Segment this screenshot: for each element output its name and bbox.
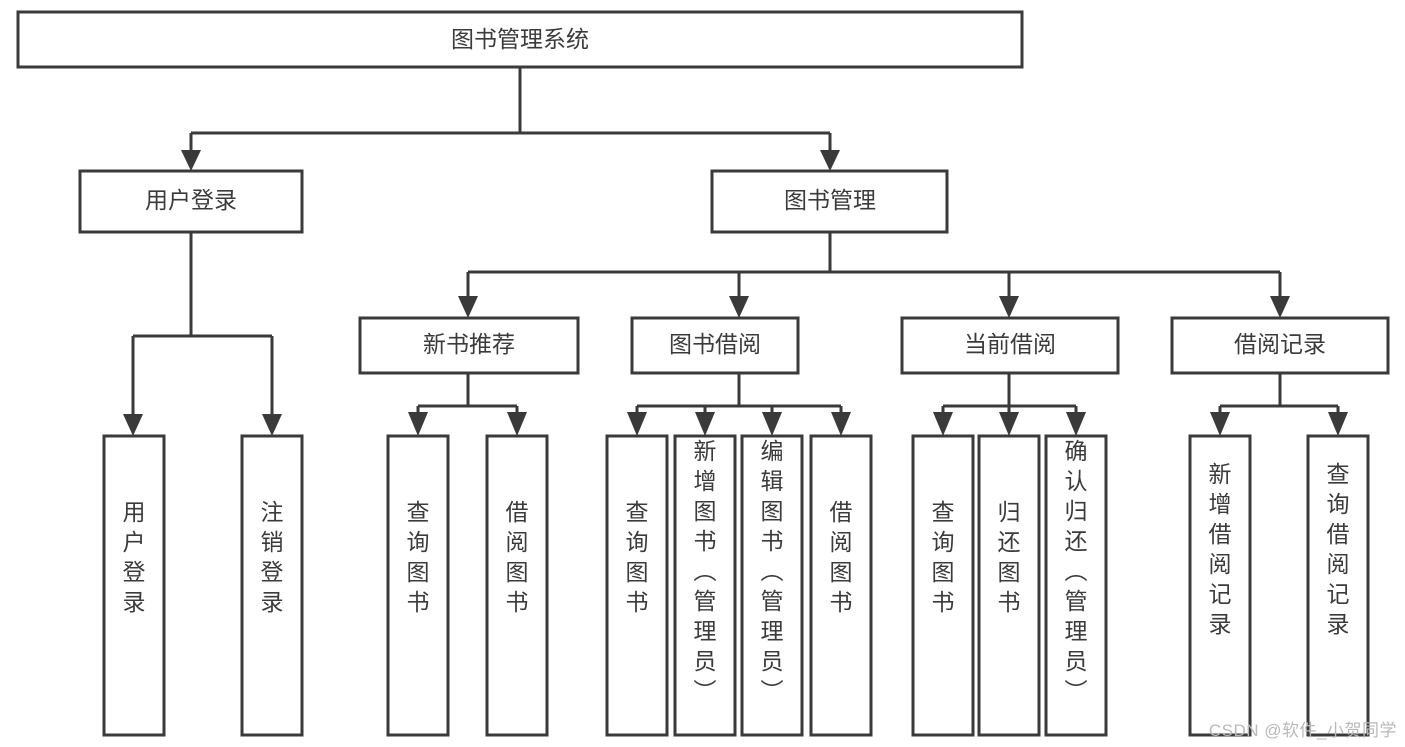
leaf-logout-box[interactable]: [240, 434, 304, 737]
leaf-query-book-current-label: 查询图书: [932, 499, 955, 615]
leaf-edit-book[interactable]: 编辑图书︵管理员︶: [740, 434, 804, 737]
arrowhead-leaf-borrow-book-1: [507, 412, 527, 436]
node-book-manage-box[interactable]: [710, 169, 949, 234]
leaf-logout[interactable]: 注销登录: [240, 434, 304, 737]
leaf-edit-book-box[interactable]: [740, 434, 804, 737]
leaf-query-book-current-box[interactable]: [911, 434, 975, 737]
leaf-borrow-book-newbook[interactable]: 借阅图书: [485, 434, 549, 737]
node-book-borrow-box[interactable]: [630, 316, 800, 375]
leaf-user-login[interactable]: 用户登录: [102, 434, 166, 737]
leaf-add-borrow-record-label: 新增借阅记录: [1209, 461, 1232, 637]
leaf-query-borrow-record-box[interactable]: [1306, 434, 1370, 737]
leaf-return-book-label: 归还图书: [998, 499, 1021, 615]
arrowhead-leaf-add-record: [1210, 412, 1230, 436]
arrowhead-leaf-query-book-2: [627, 412, 647, 436]
leaf-confirm-return-box[interactable]: [1044, 434, 1108, 737]
arrowhead-leaf-confirm-return: [1066, 412, 1086, 436]
node-root-box[interactable]: [16, 10, 1024, 69]
leaf-return-book-box[interactable]: [977, 434, 1041, 737]
leaf-borrow-book-borrow-box[interactable]: [809, 434, 873, 737]
leaf-confirm-return-label: 确认归还︵管理员︶: [1065, 438, 1088, 704]
connector-layer: [123, 67, 1348, 436]
leaf-borrow-book-borrow[interactable]: 借阅图书: [809, 434, 873, 737]
arrowhead-leaf-logout: [262, 414, 282, 436]
arrowhead-leaf-query-book-1: [408, 412, 428, 436]
arrowhead-bookmanage: [820, 150, 840, 171]
node-book-manage[interactable]: 图书管理: [710, 169, 949, 234]
node-book-borrow[interactable]: 图书借阅: [630, 316, 800, 375]
node-current-borrow-box[interactable]: [900, 316, 1120, 375]
leaf-query-book-current[interactable]: 查询图书: [911, 434, 975, 737]
leaf-query-book-newbook-box[interactable]: [386, 434, 450, 737]
leaf-user-login-box[interactable]: [102, 434, 166, 737]
node-root-label: 图书管理系统: [451, 26, 589, 52]
node-borrow-record-box[interactable]: [1170, 316, 1390, 375]
arrowhead-leaf-user-login: [123, 414, 143, 436]
leaf-borrow-book-newbook-box[interactable]: [485, 434, 549, 737]
arrowhead-currentborrow: [999, 296, 1019, 318]
node-root[interactable]: 图书管理系统: [16, 10, 1024, 69]
leaf-add-book[interactable]: 新增图书︵管理员︶: [673, 434, 737, 737]
node-borrow-record[interactable]: 借阅记录: [1170, 316, 1390, 375]
node-book-manage-label: 图书管理: [784, 187, 876, 213]
arrowhead-borrowrecord: [1270, 296, 1290, 318]
arrowhead-leaf-return-book: [999, 412, 1019, 436]
leaf-add-book-box[interactable]: [673, 434, 737, 737]
arrowhead-leaf-add-book: [695, 412, 715, 436]
arrowhead-bookborrow: [729, 296, 749, 318]
leaf-query-book-borrow-box[interactable]: [605, 434, 669, 737]
leaf-add-borrow-record-box[interactable]: [1188, 434, 1252, 737]
leaf-user-login-label: 用户登录: [123, 499, 146, 615]
arrowhead-leaf-borrow-book-2: [831, 412, 851, 436]
leaf-query-borrow-record[interactable]: 查询借阅记录: [1306, 434, 1370, 737]
node-new-book-recommend-box[interactable]: [358, 316, 580, 375]
node-book-borrow-label: 图书借阅: [669, 331, 761, 357]
arrowhead-leaf-query-book-3: [933, 412, 953, 436]
node-user-login-label: 用户登录: [145, 187, 237, 213]
leaf-return-book[interactable]: 归还图书: [977, 434, 1041, 737]
leaf-logout-label: 注销登录: [261, 499, 284, 615]
arrowhead-leaf-query-record: [1328, 412, 1348, 436]
leaf-borrow-book-newbook-label: 借阅图书: [506, 499, 529, 615]
arrowhead-userlogin: [181, 150, 201, 171]
node-new-book-recommend[interactable]: 新书推荐: [358, 316, 580, 375]
arrowhead-leaf-edit-book: [762, 412, 782, 436]
node-user-login-box[interactable]: [78, 169, 304, 234]
node-new-book-recommend-label: 新书推荐: [423, 331, 515, 357]
node-current-borrow[interactable]: 当前借阅: [900, 316, 1120, 375]
leaf-borrow-book-borrow-label: 借阅图书: [830, 499, 853, 615]
arrowhead-newbook: [458, 296, 478, 318]
leaf-query-book-borrow[interactable]: 查询图书: [605, 434, 669, 737]
leaf-query-book-newbook-label: 查询图书: [407, 499, 430, 615]
leaf-query-borrow-record-label: 查询借阅记录: [1327, 461, 1350, 637]
leaf-add-book-label: 新增图书︵管理员︶: [694, 438, 717, 704]
node-current-borrow-label: 当前借阅: [964, 331, 1056, 357]
node-user-login[interactable]: 用户登录: [78, 169, 304, 234]
leaf-add-borrow-record[interactable]: 新增借阅记录: [1188, 434, 1252, 737]
leaf-query-book-newbook[interactable]: 查询图书: [386, 434, 450, 737]
node-borrow-record-label: 借阅记录: [1234, 331, 1326, 357]
leaf-query-book-borrow-label: 查询图书: [626, 499, 649, 615]
leaf-edit-book-label: 编辑图书︵管理员︶: [761, 438, 784, 704]
leaf-confirm-return[interactable]: 确认归还︵管理员︶: [1044, 434, 1108, 737]
